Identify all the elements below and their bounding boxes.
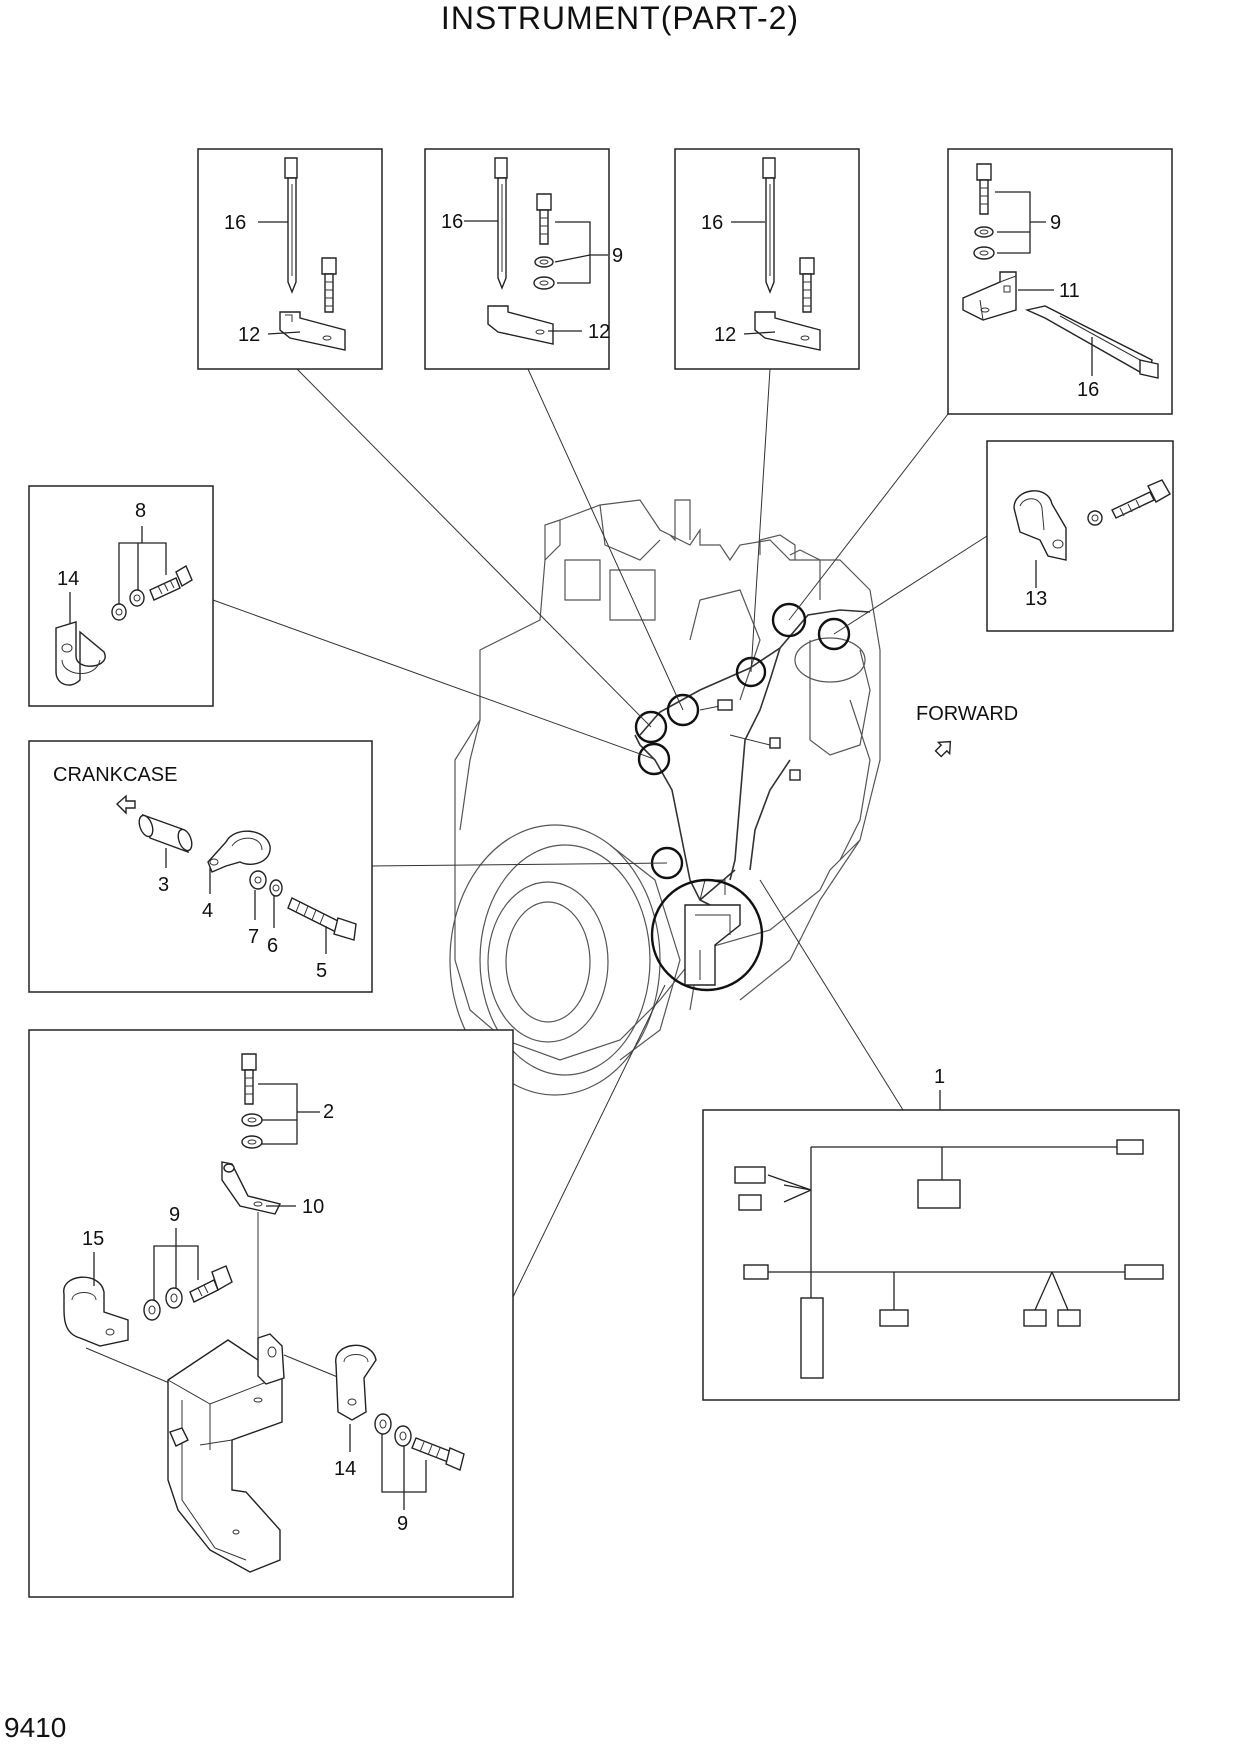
detail-box-7-crankcase: CRANKCASE 3 4 7 6 5 [28, 740, 373, 993]
callout-9: 9 [612, 245, 623, 267]
callout-12: 12 [238, 324, 260, 346]
detail-callout-circles [634, 602, 851, 992]
detail-box-2: 16 9 12 [424, 148, 623, 370]
forward-label: FORWARD [916, 703, 1018, 725]
callout-16: 16 [1077, 379, 1099, 401]
engine-illustration [449, 499, 881, 1096]
callout-8: 8 [135, 500, 146, 522]
callout-9: 9 [397, 1513, 408, 1535]
detail-box-8: 2 10 9 15 14 9 [28, 1029, 514, 1598]
callout-16: 16 [701, 212, 723, 234]
forward-indicator: FORWARD [916, 703, 1018, 758]
detail-box-1: 16 12 [197, 148, 383, 370]
leader-lines [212, 368, 988, 1298]
callout-15: 15 [82, 1228, 104, 1250]
callout-13: 13 [1025, 588, 1047, 610]
callout-10: 10 [302, 1196, 324, 1218]
crankcase-label: CRANKCASE [53, 764, 177, 786]
direction-arrow-icon [115, 794, 136, 815]
callout-6: 6 [267, 935, 278, 957]
callout-12: 12 [714, 324, 736, 346]
callout-9: 9 [169, 1204, 180, 1226]
detail-box-5: 13 [986, 440, 1174, 632]
callout-3: 3 [158, 874, 169, 896]
page-title: INSTRUMENT(PART-2) [440, 0, 800, 36]
callout-2: 2 [323, 1101, 334, 1123]
callout-16: 16 [224, 212, 246, 234]
detail-box-4: 9 11 16 [947, 148, 1173, 415]
callout-12: 12 [588, 321, 610, 343]
callout-4: 4 [202, 900, 213, 922]
callout-5: 5 [316, 960, 327, 982]
callout-1: 1 [934, 1066, 945, 1088]
callout-9: 9 [1050, 212, 1061, 234]
page-number: 9410 [4, 1712, 67, 1743]
detail-box-9-harness: 1 [702, 1066, 1180, 1401]
engine-wiring-harness [634, 609, 871, 986]
callout-14: 14 [57, 568, 79, 590]
callout-11: 11 [1059, 280, 1080, 302]
forward-arrow-icon [934, 740, 952, 758]
callout-7: 7 [248, 926, 259, 948]
detail-box-3: 16 12 [674, 148, 860, 370]
callout-14: 14 [334, 1458, 356, 1480]
callout-16: 16 [441, 211, 463, 233]
detail-box-6: 8 14 [28, 485, 214, 707]
